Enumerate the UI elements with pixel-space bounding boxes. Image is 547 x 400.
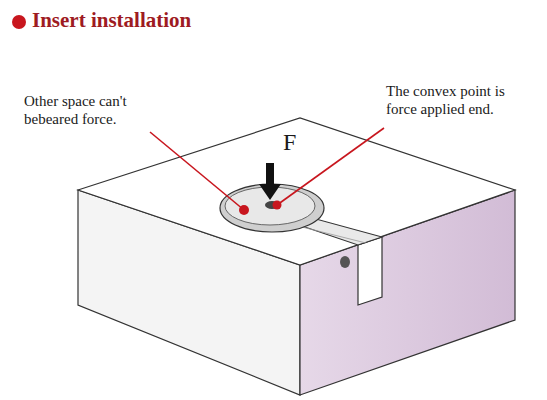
leader-line [150, 132, 244, 210]
groove-edge [298, 226, 366, 243]
force-shaft [266, 163, 274, 185]
force-label: F [283, 128, 296, 157]
diagram-title: Insert installation [32, 8, 191, 33]
leader-dot [273, 201, 282, 210]
top-face [78, 118, 515, 265]
title-bullet [12, 15, 26, 29]
callout-note: The convex point is force applied end. [386, 82, 536, 118]
pin-end [340, 256, 350, 268]
side-slot [358, 237, 382, 305]
force-head [259, 184, 281, 200]
leader-line [277, 128, 384, 205]
insert-recess [220, 184, 324, 232]
callout-note: Other space can't bebeared force. [24, 92, 174, 128]
leader-dot [239, 205, 249, 215]
